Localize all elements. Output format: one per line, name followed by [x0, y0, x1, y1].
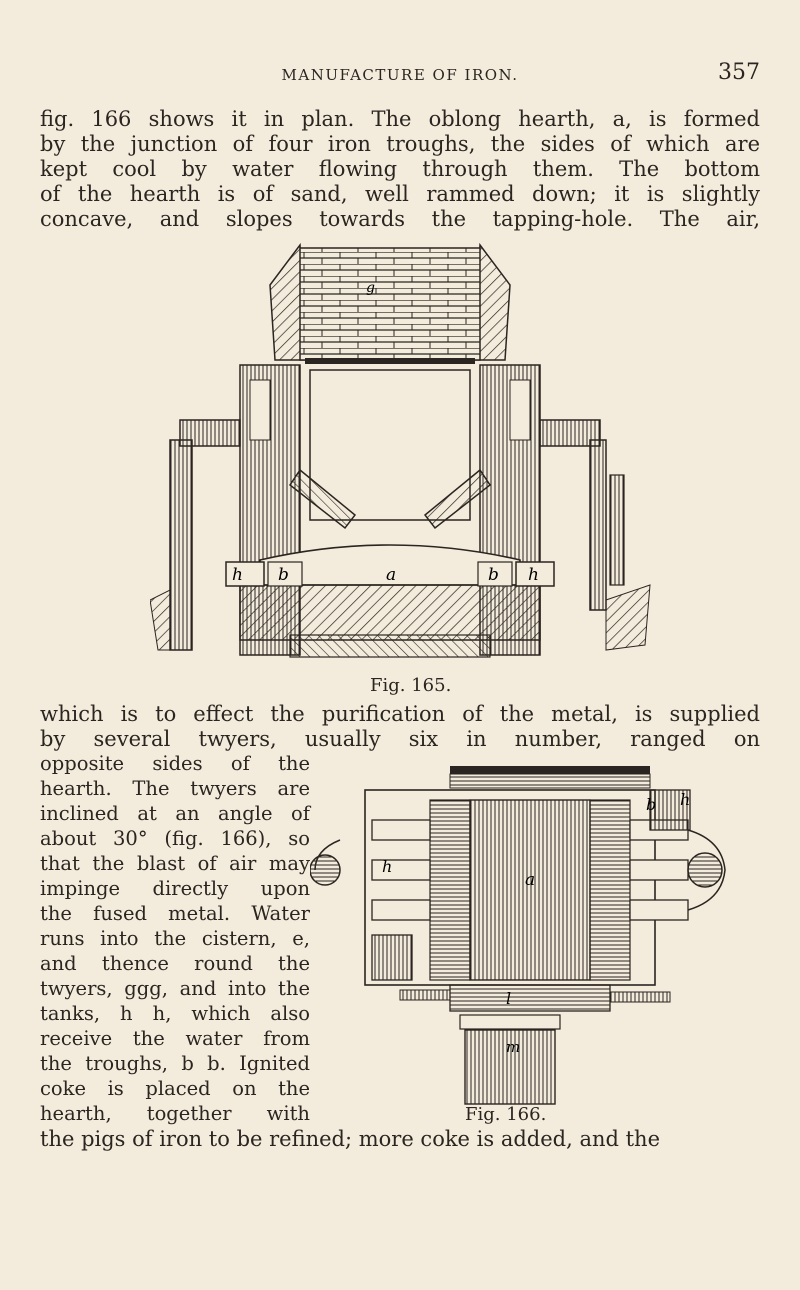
text-line: hearth. The twyers are — [40, 777, 310, 800]
figure-165-label-g: g — [366, 280, 375, 296]
paragraph-bottom: the pigs of iron to be refined; more cok… — [40, 1127, 661, 1151]
text-line: kept cool by water flowing through them.… — [40, 157, 760, 181]
text-line: tanks, h h, which also — [40, 1002, 310, 1025]
text-line: runs into the cistern, e, — [40, 927, 310, 950]
figure-165-label-b-right: b — [488, 565, 499, 585]
text-line: impinge directly upon — [40, 877, 310, 900]
figure-165-caption: Fig. 165. — [370, 675, 452, 696]
page-number: 357 — [718, 60, 760, 85]
text-line: concave, and slopes towards the tapping-… — [40, 207, 760, 231]
figure-166-illustration: a b h h l m — [310, 766, 726, 1105]
text-line: that the blast of air may — [40, 852, 310, 875]
text-line: by several twyers, usually six in number… — [40, 727, 760, 751]
text-line: about 30° (fig. 166), so — [40, 827, 310, 850]
text-line: twyers, ggg, and into the — [40, 977, 310, 1000]
text-line: hearth, together with — [40, 1102, 310, 1125]
figure-165-label-h-right: h — [528, 565, 539, 585]
text-line: by the junction of four iron troughs, th… — [40, 132, 760, 156]
figure-166-label-b: b — [646, 795, 656, 814]
text-line: inclined at an angle of — [40, 802, 310, 825]
figure-165-label-a: a — [386, 565, 396, 585]
text-line: receive the water from — [40, 1027, 310, 1050]
figure-165-label-b-left: b — [278, 565, 289, 585]
text-line: the troughs, b b. Ignited — [40, 1052, 310, 1075]
figure-165-illustration: h b a b h g — [150, 242, 651, 658]
figure-165-label-h-left: h — [232, 565, 243, 585]
figure-166-caption: Fig. 166. — [465, 1104, 547, 1125]
text-line: coke is placed on the — [40, 1077, 310, 1100]
text-line: and thence round the — [40, 952, 310, 975]
text-line: the fused metal. Water — [40, 902, 310, 925]
text-line: which is to effect the purification of t… — [40, 702, 760, 726]
text-line: fig. 166 shows it in plan. The oblong he… — [40, 107, 760, 131]
figure-166-label-l: l — [506, 989, 511, 1008]
text-line: of the hearth is of sand, well rammed do… — [40, 182, 760, 206]
figure-166-label-h-right: h — [680, 790, 690, 809]
figure-166-label-a: a — [525, 870, 535, 890]
page-header: MANUFACTURE OF IRON. 357 — [40, 60, 760, 92]
figure-166-label-m: m — [506, 1038, 520, 1056]
text-line: opposite sides of the — [40, 752, 310, 775]
figure-166-label-h-left: h — [382, 857, 392, 876]
running-head: MANUFACTURE OF IRON. — [281, 66, 519, 84]
